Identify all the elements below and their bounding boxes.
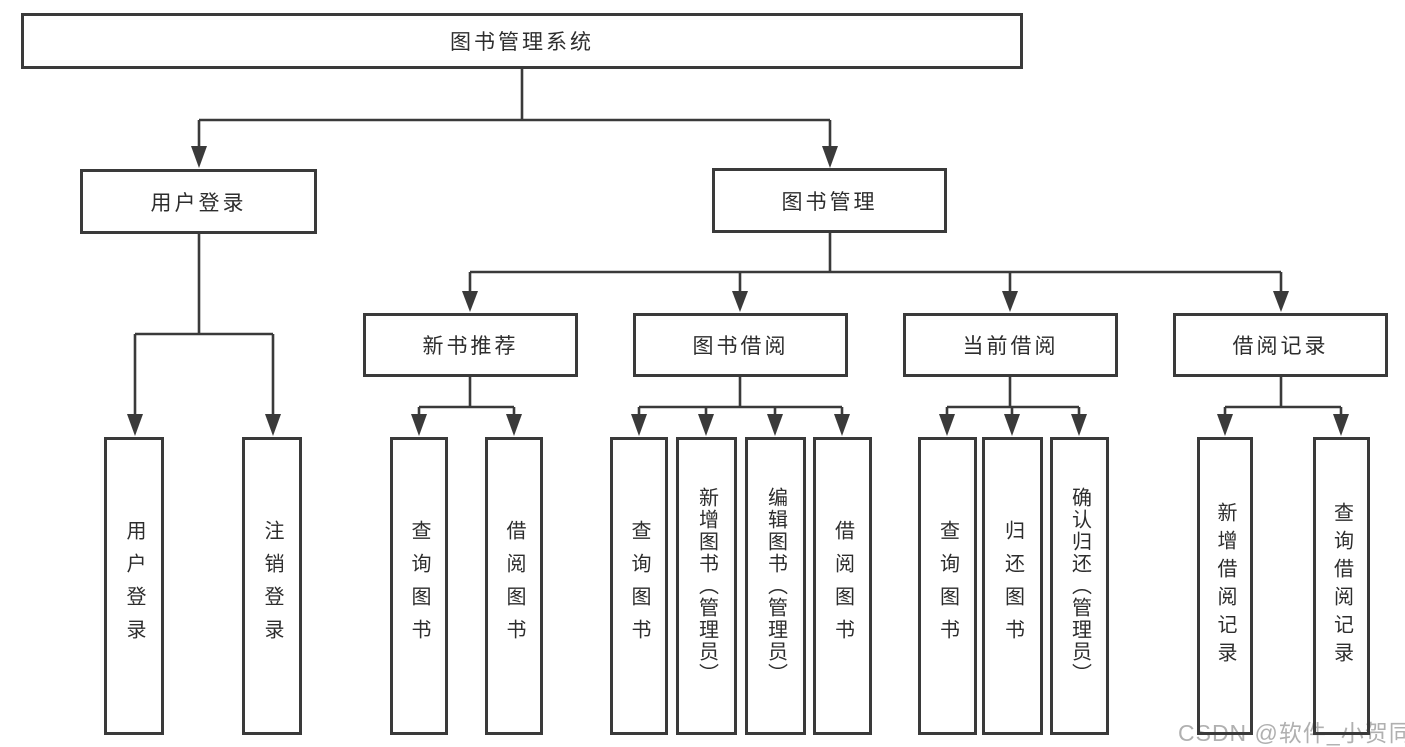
leaf-query-books-current-label: 查询图书 [936,520,959,652]
connector-borrow-records-branch [1223,377,1343,417]
leaf-query-borrow-record-label: 查询借阅记录 [1330,502,1353,670]
node-current-borrow-label: 当前借阅 [962,335,1059,358]
node-new-book-recommend: 新书推荐 [363,313,578,377]
node-user-login-branch: 用户登录 [80,169,317,234]
node-current-borrow: 当前借阅 [903,313,1118,377]
node-root-library-management-system: 图书管理系统 [21,13,1023,69]
leaf-edit-book-admin-label: 编辑图书（管理员） [764,487,787,685]
node-book-management-branch: 图书管理 [712,168,947,233]
node-book-borrow-label: 图书借阅 [692,335,789,358]
leaf-return-books-label: 归还图书 [1001,520,1024,652]
leaf-logout: 注销登录 [242,437,302,735]
leaf-add-borrow-record: 新增借阅记录 [1197,437,1253,735]
connector-user-login-branch [133,234,275,417]
leaf-add-borrow-record-label: 新增借阅记录 [1214,502,1236,670]
leaf-return-books: 归还图书 [982,437,1043,735]
node-root-label: 图书管理系统 [450,31,594,54]
node-borrow-records: 借阅记录 [1173,313,1388,377]
leaf-query-books-borrow-label: 查询图书 [628,520,650,652]
leaf-query-books-current: 查询图书 [918,437,977,735]
leaf-query-books-recommend-label: 查询图书 [408,520,430,652]
leaf-user-login: 用户登录 [104,437,164,735]
leaf-confirm-return-admin-label: 确认归还（管理员） [1068,487,1091,685]
leaf-borrow-books: 借阅图书 [813,437,872,735]
connector-new-book-recommend-branch [417,377,516,417]
node-book-management-branch-label: 图书管理 [781,190,878,214]
leaf-query-books-recommend: 查询图书 [390,437,448,735]
leaf-confirm-return-admin: 确认归还（管理员） [1050,437,1109,735]
leaf-logout-label: 注销登录 [261,520,283,652]
connector-root-to-level2 [197,69,832,148]
leaf-query-borrow-record: 查询借阅记录 [1313,437,1370,735]
leaf-user-login-label: 用户登录 [123,520,145,652]
leaf-borrow-books-recommend-label: 借阅图书 [503,520,525,652]
node-new-book-recommend-label: 新书推荐 [422,335,519,358]
leaf-add-book-admin-label: 新增图书（管理员） [695,487,718,685]
node-user-login-branch-label: 用户登录 [150,191,247,215]
connector-book-borrow-branch [637,377,844,417]
leaf-edit-book-admin: 编辑图书（管理员） [745,437,806,735]
node-borrow-records-label: 借阅记录 [1232,335,1329,358]
leaf-borrow-books-label: 借阅图书 [831,520,854,652]
leaf-query-books-borrow: 查询图书 [610,437,668,735]
leaf-borrow-books-recommend: 借阅图书 [485,437,543,735]
csdn-watermark: CSDN @软件_小贺同学 [1178,720,1405,746]
node-book-borrow: 图书借阅 [633,313,848,377]
leaf-add-book-admin: 新增图书（管理员） [676,437,737,735]
connector-book-management-branch [468,233,1283,293]
connector-current-borrow-branch [945,377,1081,417]
